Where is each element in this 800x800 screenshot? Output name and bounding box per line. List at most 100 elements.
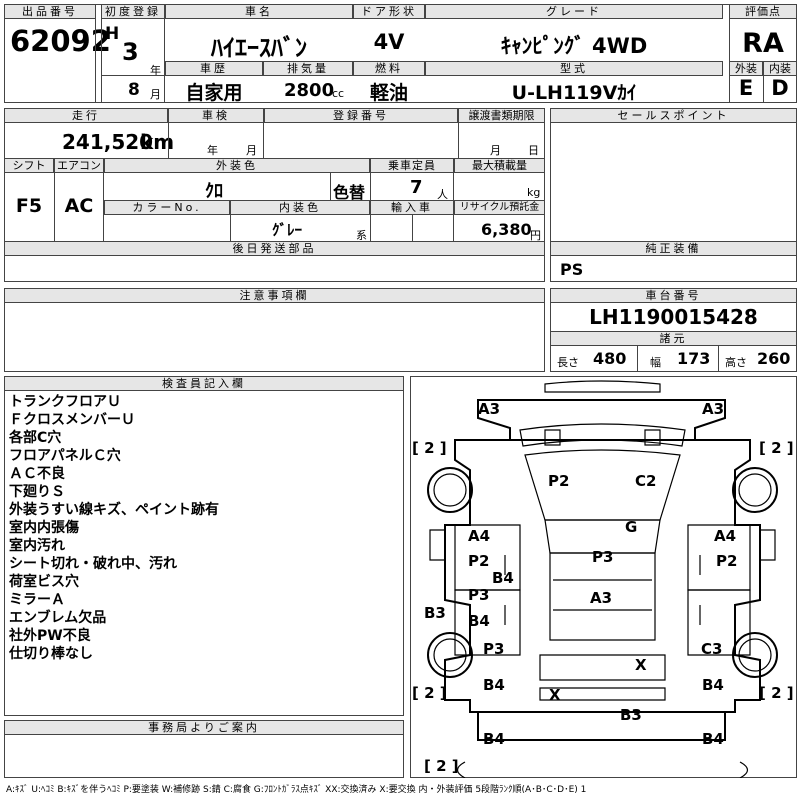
inspector-note: 下廻りＳ bbox=[9, 484, 65, 500]
office-label: 事務局よりご案内 bbox=[4, 720, 404, 735]
max-load-label: 最大積載量 bbox=[454, 158, 545, 173]
label-windshield: G bbox=[625, 518, 638, 536]
label-rear-left-p3: P3 bbox=[483, 640, 505, 658]
front-grille-shape bbox=[519, 423, 686, 447]
inspector-note: 各部C穴 bbox=[9, 430, 62, 446]
door-value: 4V bbox=[373, 30, 405, 54]
inspector-note: エンブレム欠品 bbox=[9, 610, 107, 626]
label-a3-front-right: A3 bbox=[702, 400, 725, 418]
inspector-note: ＦクロスメンバーＵ bbox=[9, 412, 135, 428]
inspection-label: 車検 bbox=[168, 108, 264, 123]
sales-point-label: セールスポイント bbox=[550, 108, 797, 123]
import-divider bbox=[412, 215, 413, 241]
label-tire-rear-left: [ 2 ] bbox=[412, 684, 447, 702]
inspector-note: 社外PW不良 bbox=[9, 628, 91, 644]
lot-cell bbox=[4, 4, 96, 103]
inspector-note: ミラーＡ bbox=[9, 592, 65, 608]
label-tire-rear-right: [ 2 ] bbox=[759, 684, 794, 702]
caution-label: 注意事項欄 bbox=[4, 288, 545, 303]
label-roof-front: P3 bbox=[592, 548, 614, 566]
label-b4-rear-left: B4 bbox=[483, 676, 505, 694]
inspector-note: 仕切り棒なし bbox=[9, 646, 93, 662]
ext-color-label: 外装色 bbox=[104, 158, 370, 173]
later-parts-label: 後日発送部品 bbox=[4, 241, 545, 256]
label-tire-front-right: [ 2 ] bbox=[759, 439, 794, 457]
int-color-value: ｸﾞﾚｰ bbox=[272, 221, 303, 239]
color-no-label: カラーNo. bbox=[104, 200, 230, 215]
label-door-rl-b4: B4 bbox=[468, 612, 490, 630]
width-value: 173 bbox=[677, 349, 711, 368]
shift-aircon-dividers bbox=[54, 158, 104, 241]
dims-label: 諸元 bbox=[550, 331, 797, 346]
row2-dividers bbox=[370, 158, 454, 241]
inspection-month-unit: 月 bbox=[246, 144, 257, 157]
history-value: 自家用 bbox=[185, 82, 243, 104]
fuel-label: 燃料 bbox=[353, 61, 425, 76]
plate-label: 登録番号 bbox=[264, 108, 458, 123]
mirror-left-shape bbox=[429, 529, 446, 561]
shift-value: F5 bbox=[15, 195, 43, 217]
transfer-day-unit: 日 bbox=[528, 144, 539, 157]
label-roof-rear: A3 bbox=[590, 589, 613, 607]
inspector-note: フロアパネルＣ穴 bbox=[9, 448, 121, 464]
max-load-unit: kg bbox=[527, 186, 541, 199]
front-bumper-shape bbox=[544, 380, 661, 393]
tire-front-left-shape bbox=[427, 467, 473, 513]
door-right-rear-shape bbox=[687, 589, 751, 656]
label-b4-back-right: B4 bbox=[702, 730, 724, 748]
row1-dividers bbox=[168, 108, 264, 158]
label-b4-back-left: B4 bbox=[483, 730, 505, 748]
first-reg-year-unit: 年 bbox=[150, 64, 161, 77]
first-reg-month: 8 bbox=[128, 80, 140, 100]
diagram-box bbox=[410, 376, 797, 778]
tire-front-right-shape bbox=[732, 467, 778, 513]
label-spare-tire: [ 2 ] bbox=[424, 757, 459, 775]
inspector-note: トランクフロアＵ bbox=[9, 394, 121, 410]
car-name-label: 車名 bbox=[165, 4, 353, 19]
first-reg-divider bbox=[101, 75, 165, 76]
transfer-month-unit: 月 bbox=[490, 144, 501, 157]
tire-rear-left-shape bbox=[427, 632, 473, 678]
grade-value: ｷｬﾝﾋﾟﾝｸﾞ 4WD bbox=[500, 34, 648, 58]
inspection-year-unit: 年 bbox=[207, 144, 218, 157]
grade-label: グレード bbox=[425, 4, 723, 19]
model-value: U-LH119Vｶｲ bbox=[511, 82, 637, 104]
height-value: 260 bbox=[757, 349, 791, 368]
mirror-right-shape bbox=[759, 529, 776, 561]
import-label: 輸入車 bbox=[370, 200, 454, 215]
recycle-unit: 円 bbox=[530, 229, 541, 242]
mileage-value: 241,520 bbox=[62, 130, 154, 154]
label-b4-center: B4 bbox=[492, 569, 514, 587]
score-value: RA bbox=[742, 28, 784, 59]
label-door-fr-a4: A4 bbox=[714, 527, 737, 545]
mileage-label: 走行 bbox=[4, 108, 168, 123]
label-bumper-x: X bbox=[549, 686, 561, 704]
rear-panel-shape bbox=[477, 711, 726, 741]
model-label: 型式 bbox=[425, 61, 723, 76]
capacity-unit: 人 bbox=[437, 188, 448, 201]
headlight-left-shape bbox=[544, 429, 561, 446]
front-outline-shape bbox=[477, 399, 726, 441]
inspector-note: シート切れ・破れ中、汚れ bbox=[9, 556, 177, 572]
lot-label: 出品番号 bbox=[4, 4, 96, 19]
capacity-value: 7 bbox=[410, 177, 423, 198]
int-color-label: 内装色 bbox=[230, 200, 370, 215]
length-value: 480 bbox=[593, 349, 627, 368]
fuel-value: 軽油 bbox=[369, 82, 408, 104]
label-b3-rear: B3 bbox=[620, 706, 642, 724]
inspector-note: ＡＣ不良 bbox=[9, 466, 65, 482]
dims-dividers bbox=[637, 346, 719, 372]
first-reg-era: H bbox=[105, 24, 120, 44]
rear-glass-shape bbox=[539, 654, 666, 681]
length-label: 長さ bbox=[557, 356, 579, 369]
label-door-fr-p2: P2 bbox=[716, 552, 738, 570]
tire-rear-right-shape bbox=[732, 632, 778, 678]
first-reg-year: 3 bbox=[122, 38, 139, 66]
label-b4-rear-right: B4 bbox=[702, 676, 724, 694]
headlight-right-shape bbox=[644, 429, 661, 446]
color-no-divider bbox=[230, 200, 231, 241]
lot-number: 62092 bbox=[10, 24, 111, 58]
exterior-label: 外装 bbox=[729, 61, 763, 76]
chassis-label: 車台番号 bbox=[550, 288, 797, 303]
height-label: 高さ bbox=[725, 356, 747, 369]
